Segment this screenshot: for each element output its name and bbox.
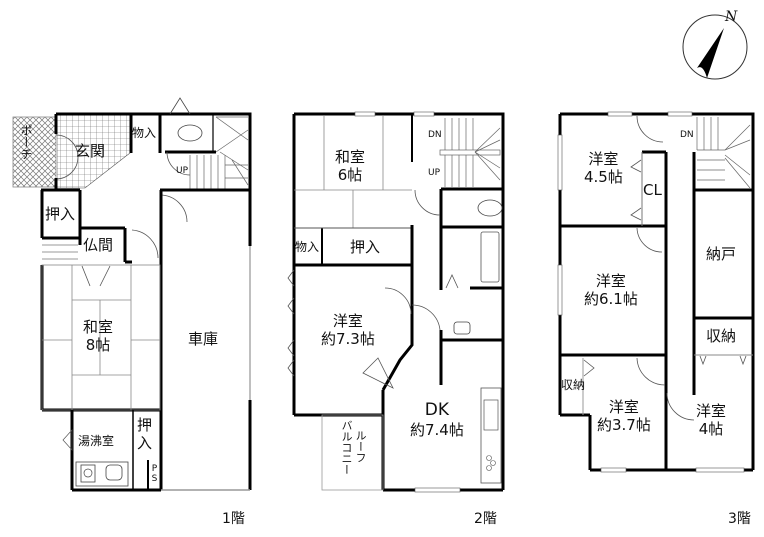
room-name: 洋室 [332,312,363,330]
room-closet-small: 押 入 [137,416,152,452]
room-size: 約6.1帖 [584,290,638,308]
room-name: 洋室 [608,398,639,416]
room-name: 洋室 [696,402,727,420]
room-western-6-1: 洋室 約6.1帖 [584,272,638,308]
room-kitchenette: 湯沸室 [78,434,115,448]
floor-label-1: 1階 [222,511,245,527]
room-name: DK [424,400,450,420]
room-ps: PS [151,464,158,484]
room-size: 約7.3帖 [321,330,375,348]
room-western-4: 洋室 4帖 [696,402,726,438]
room-name: 洋室 [588,150,619,168]
compass-north-label: N [725,9,738,25]
room-size: 4.5帖 [584,168,623,186]
room-name: 洋室 [595,272,626,290]
room-name: 和室 [335,148,366,166]
room-japanese-8: 和室 8帖 [83,318,113,354]
room-storeroom: 納戸 [706,245,737,263]
room-garage: 車庫 [188,330,219,348]
room-closet-cl: CL [643,181,662,199]
north-arrow-icon [682,14,748,80]
closet-char-1: 押 [137,416,153,434]
room-name: 和室 [83,318,114,336]
room-storage: 物入 [295,240,320,254]
stairs-up-label: UP [428,168,441,178]
room-size: 約7.4帖 [410,421,464,439]
floor-label-2: 2階 [474,511,497,527]
room-size: 8帖 [85,336,111,354]
room-closet-left: 押入 [45,205,76,223]
stairs-dn-label: DN [680,130,694,140]
floor-3-plan [557,111,755,473]
floor-1-plan [12,97,252,492]
room-buddhist: 仏間 [83,236,114,254]
room-size: 4帖 [698,420,724,438]
room-dk: DK 約7.4帖 [410,400,464,440]
room-balcony: バルコニー [340,420,353,475]
room-western-3-7: 洋室 約3.7帖 [597,398,651,434]
stairs-dn-label: DN [428,130,442,140]
room-porch: ポーチ [19,124,33,160]
room-size: 約3.7帖 [597,416,651,434]
room-storage-left: 収納 [561,378,586,392]
room-storage-entry: 物入 [132,126,157,140]
room-japanese-6: 和室 6帖 [335,148,365,184]
room-western-7-3: 洋室 約7.3帖 [321,312,375,348]
room-roof-balcony: ルーフ [354,430,367,463]
floor-2-plan [287,111,505,493]
room-entrance: 玄関 [75,142,106,160]
room-size: 6帖 [337,166,363,184]
stairs-up-label: UP [176,166,189,176]
room-western-4-5: 洋室 4.5帖 [584,150,623,186]
closet-char-2: 入 [137,434,153,452]
room-storage-right: 収納 [706,327,737,345]
room-closet: 押入 [350,238,381,256]
floor-label-3: 3階 [728,511,751,527]
